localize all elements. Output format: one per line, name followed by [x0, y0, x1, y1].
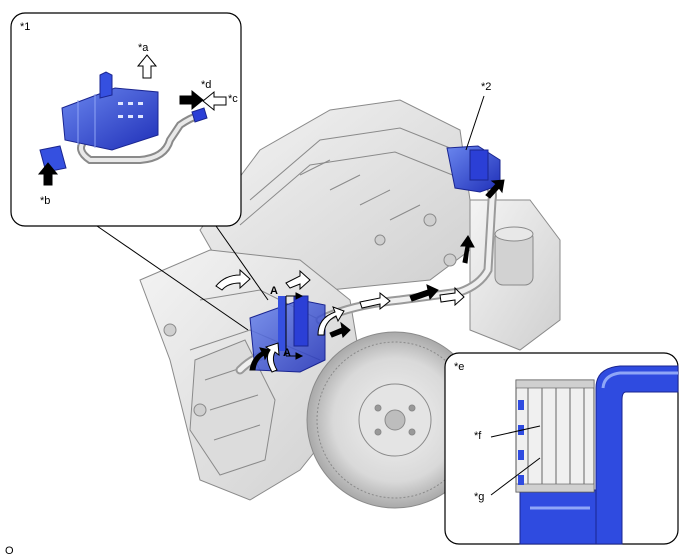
inset-1-label: *1 — [20, 21, 31, 33]
label-part2: *2 — [481, 81, 492, 93]
label-b: *b — [40, 195, 51, 207]
inset-1-arrows — [37, 54, 227, 186]
section-label-top: A — [270, 285, 278, 297]
section-label-bottom: A — [283, 347, 291, 359]
figure-code: O — [5, 545, 14, 557]
leader-part2 — [465, 95, 485, 151]
flow-arrows-black — [249, 179, 505, 371]
label-d: *d — [201, 79, 212, 91]
egr-valve — [446, 145, 501, 193]
engine-block — [139, 99, 561, 501]
inset-e-cooler-detail — [490, 365, 679, 545]
flow-arrows-white — [215, 268, 465, 373]
inset-1-cooler — [39, 71, 208, 173]
label-c: *c — [228, 93, 238, 105]
label-f: *f — [474, 430, 482, 442]
label-e: *e — [454, 361, 465, 373]
flywheel — [306, 331, 484, 509]
label-a: *a — [138, 42, 149, 54]
section-line-a — [285, 292, 304, 360]
label-g: *g — [474, 491, 485, 503]
